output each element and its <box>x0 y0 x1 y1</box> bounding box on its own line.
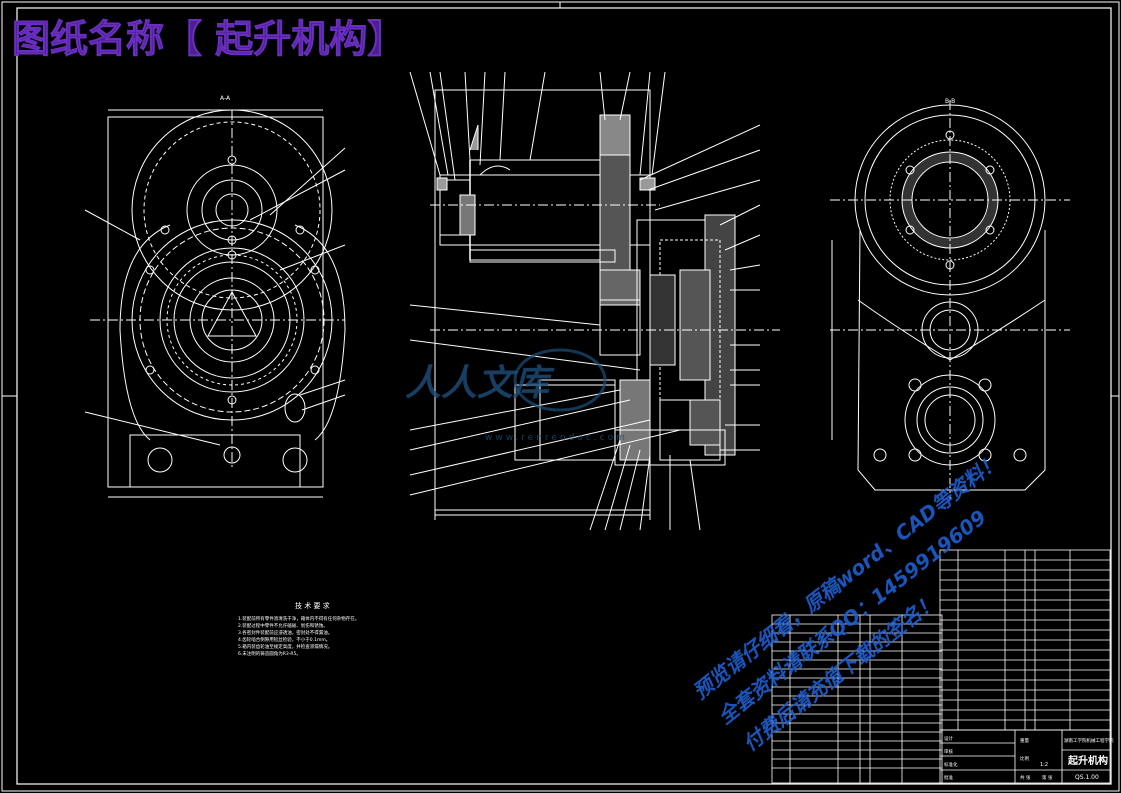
watermark-url: www.renrendoc.com <box>485 433 628 443</box>
title-block-school: 湖南工学院机械工程学院 <box>1064 737 1114 744</box>
left-view: A-A <box>84 95 346 498</box>
title-block-label-scale: 比例 <box>1020 755 1029 762</box>
title-block-drawing-name: 起升机构 <box>1067 754 1108 767</box>
tech-requirements-heading: 技 术 要 求 <box>295 601 330 610</box>
tech-requirement-line: 3.各密封件装配前应浸透油，密封处不得漏油。 <box>238 629 332 636</box>
title-block-drawing-no: QS.1.00 <box>1075 774 1099 781</box>
title-block <box>939 729 1111 784</box>
title-block-label-sheet: 第 张 <box>1042 774 1053 781</box>
tech-requirement-line: 6.未注明的铸造圆角为R3-R5。 <box>238 650 301 657</box>
tech-requirement-line: 1.装配前所有零件须清洗干净，箱体内不得有任何杂物存在。 <box>238 615 359 622</box>
section-view <box>409 71 780 531</box>
title-block-label-standard: 标准化 <box>944 761 958 768</box>
title-block-scale: 1:2 <box>1040 762 1048 768</box>
title-block-label-sheets: 共 张 <box>1020 774 1031 781</box>
right-view: B-B <box>830 98 1070 500</box>
title-block-label-weight: 重量 <box>1020 737 1029 744</box>
tech-requirement-line: 5.箱内装齿轮油至规定高度，并检查渗漏情况。 <box>238 643 332 650</box>
tech-requirement-line: 2.装配过程中零件不允许磕碰、划伤和锈蚀。 <box>238 622 328 629</box>
tech-requirements: 技 术 要 求 1.装配前所有零件须清洗干净，箱体内不得有任何杂物存在。 2.装… <box>238 601 359 657</box>
drawing-title: 图纸名称【 起升机构】 <box>12 17 405 61</box>
title-block-label-review: 审核 <box>944 748 953 755</box>
tech-requirement-line: 4.齿轮啮合侧隙用铅丝检验，不小于0.1mm。 <box>238 636 330 643</box>
title-block-label-approve: 批准 <box>944 774 953 781</box>
left-view-label: A-A <box>220 95 231 102</box>
watermark-brand: 人人文库 <box>405 363 555 404</box>
title-block-label-design: 设计 <box>944 735 953 742</box>
watermark-line-2: 全套资料请联系QQ：1459919609 <box>713 505 990 729</box>
